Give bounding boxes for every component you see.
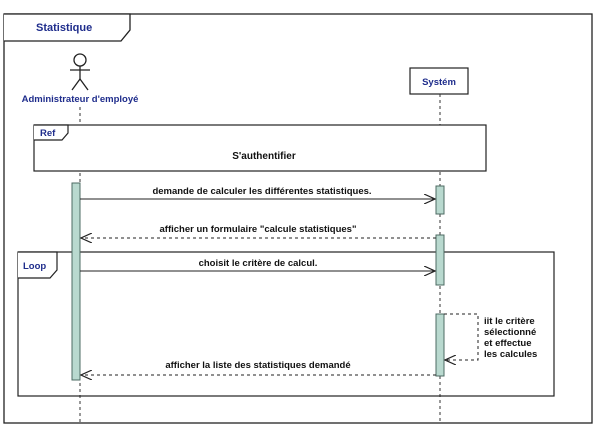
frame-title-tab	[4, 13, 131, 42]
actor-icon	[70, 53, 90, 91]
system-activation-2	[435, 234, 445, 286]
message-4-self-arrow	[444, 313, 479, 360]
frame-title: Statistique	[36, 22, 92, 34]
actor-label: Administrateur d'employé	[22, 94, 139, 105]
message-4-line: et effectue	[484, 338, 532, 349]
loop-fragment-tag: Loop	[23, 261, 46, 272]
ref-fragment	[33, 124, 487, 172]
ref-fragment-text: S'authentifier	[232, 151, 296, 162]
ref-fragment-tag: Ref	[40, 128, 56, 139]
loop-fragment-tab	[18, 251, 58, 279]
loop-fragment	[17, 251, 555, 397]
system-label: Systém	[422, 77, 456, 88]
message-4-line: les calcules	[484, 349, 537, 360]
ref-fragment-tab	[34, 124, 69, 141]
message-4-line: iit le critère	[484, 316, 535, 327]
message-2-label: afficher un formulaire "calcule statisti…	[160, 224, 357, 235]
diagram-frame	[3, 13, 593, 424]
actor-activation	[71, 182, 81, 381]
message-5-label: afficher la liste des statistiques deman…	[165, 360, 350, 371]
message-4-line: sélectionné	[484, 327, 536, 338]
system-activation-1	[435, 185, 445, 215]
system-lifeline-box	[409, 67, 469, 95]
system-activation-3	[435, 313, 445, 377]
message-3-label: choisit le critère de calcul.	[199, 258, 318, 269]
message-4-label: iit le critère sélectionné et effectue l…	[484, 316, 539, 360]
message-1-label: demande de calculer les différentes stat…	[152, 186, 371, 197]
